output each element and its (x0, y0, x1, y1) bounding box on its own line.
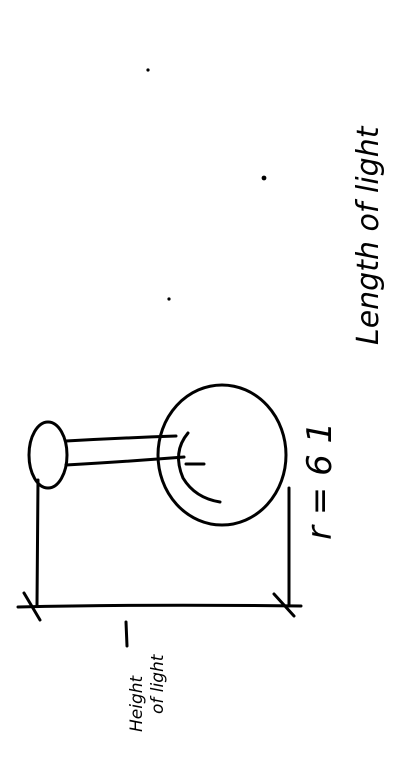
globe-inner-arc (177, 431, 222, 504)
lamp-pole-lower-line (64, 455, 186, 467)
length-of-light-label: Length of light (351, 125, 386, 345)
height-right-tick (272, 592, 296, 618)
height-baseline (16, 603, 303, 609)
lamp-head-oval (27, 420, 69, 490)
height-middle-tick (124, 620, 129, 648)
stray-dot-2 (261, 175, 267, 181)
height-of-light-label-line2: of light (148, 653, 168, 714)
lamp-pole-upper-line (64, 434, 178, 443)
height-left-vertical-line (35, 478, 40, 607)
height-left-tick (22, 591, 42, 622)
stray-dot-1 (146, 68, 150, 72)
globe-circle (156, 383, 288, 527)
radius-label: r = 6 1 (300, 422, 340, 540)
stray-dot-3 (167, 297, 171, 301)
height-of-light-label-line1: Height (127, 674, 147, 732)
